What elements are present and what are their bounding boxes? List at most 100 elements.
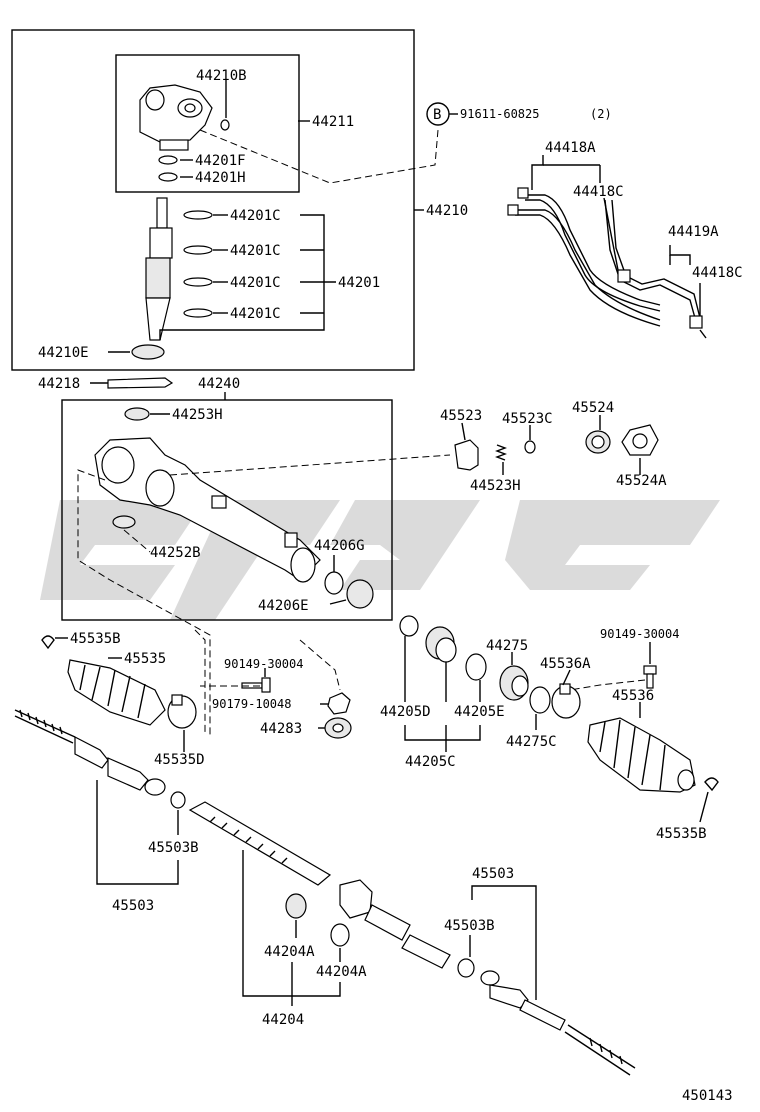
nut-90179 bbox=[327, 692, 351, 715]
seal-ring-44201C-1 bbox=[183, 210, 213, 220]
valve-housing-part bbox=[139, 84, 213, 151]
label-44206G: 44206G bbox=[314, 538, 365, 554]
lock-nut-45503B-left bbox=[170, 791, 186, 809]
label-44201C-2: 44201C bbox=[230, 243, 281, 259]
label-45503B-1: 45503B bbox=[148, 840, 199, 856]
label-45535: 45535 bbox=[124, 651, 166, 667]
bolt-90149-right bbox=[643, 665, 657, 689]
bush-44205C bbox=[425, 626, 457, 663]
label-44201C-3: 44201C bbox=[230, 275, 281, 291]
label-45503-1: 45503 bbox=[112, 898, 154, 914]
seal-44201F bbox=[158, 155, 178, 165]
label-44419A: 44419A bbox=[668, 224, 719, 240]
label-44204A-2: 44204A bbox=[316, 964, 367, 980]
label-45524A: 45524A bbox=[616, 473, 667, 489]
label-45535B-1: 45535B bbox=[70, 631, 121, 647]
label-45536A: 45536A bbox=[540, 656, 591, 672]
lock-nut-45503B-right bbox=[457, 958, 475, 978]
tie-rod-end-right bbox=[480, 970, 636, 1076]
label-45535B-2: 45535B bbox=[656, 826, 707, 842]
pressure-tubes-part bbox=[507, 187, 707, 339]
label-44252B: 44252B bbox=[150, 545, 201, 561]
seal-44201H bbox=[158, 172, 178, 182]
rack-housing-box bbox=[61, 399, 393, 621]
label-44201H: 44201H bbox=[195, 170, 246, 186]
label-44205E: 44205E bbox=[454, 704, 505, 720]
bushing-44204A-2 bbox=[330, 923, 350, 947]
label-45535D: 45535D bbox=[154, 752, 205, 768]
rack-housing-part bbox=[94, 437, 321, 583]
boot-45536 bbox=[587, 717, 696, 793]
label-bolt-quantity: (2) bbox=[590, 107, 612, 121]
bushing-44252B bbox=[112, 515, 136, 529]
o-ring-44210B bbox=[220, 119, 230, 131]
lock-nut-45524A bbox=[621, 424, 659, 456]
label-44210B: 44210B bbox=[196, 68, 247, 84]
label-44218: 44218 bbox=[38, 376, 80, 392]
label-44275: 44275 bbox=[486, 638, 528, 654]
label-45503B-2: 45503B bbox=[444, 918, 495, 934]
bearing-44210E bbox=[131, 344, 165, 360]
label-44275C: 44275C bbox=[506, 734, 557, 750]
label-44418A: 44418A bbox=[545, 140, 596, 156]
ring-44206G bbox=[324, 571, 344, 595]
bushing-44204A-1 bbox=[285, 893, 307, 919]
label-44201: 44201 bbox=[338, 275, 380, 291]
label-44240: 44240 bbox=[198, 376, 240, 392]
label-44418C-1: 44418C bbox=[573, 184, 624, 200]
nut-45524 bbox=[585, 430, 611, 454]
label-45536: 45536 bbox=[612, 688, 654, 704]
valve-housing-box bbox=[115, 54, 300, 193]
tie-rod-end-left bbox=[14, 709, 166, 796]
pinion-shaft-part bbox=[145, 197, 173, 341]
seal-ring-44201C-4 bbox=[183, 308, 213, 318]
steering-rack-part bbox=[188, 801, 451, 969]
label-90149-30004-right: 90149-30004 bbox=[600, 627, 679, 641]
clamp-45535D bbox=[167, 694, 197, 729]
label-44204: 44204 bbox=[262, 1012, 304, 1028]
ring-44275C bbox=[529, 686, 551, 714]
label-90179-10048: 90179-10048 bbox=[212, 697, 291, 711]
grommet-44283 bbox=[324, 717, 352, 739]
label-44204A-1: 44204A bbox=[264, 944, 315, 960]
label-44210: 44210 bbox=[426, 203, 468, 219]
label-44205D: 44205D bbox=[380, 704, 431, 720]
label-45523: 45523 bbox=[440, 408, 482, 424]
seal-ring-44201C-2 bbox=[183, 245, 213, 255]
label-44205C: 44205C bbox=[405, 754, 456, 770]
diagram-id-label: 450143 bbox=[682, 1088, 733, 1104]
label-45503-2: 45503 bbox=[472, 866, 514, 882]
label-44201C-4: 44201C bbox=[230, 306, 281, 322]
label-44201F: 44201F bbox=[195, 153, 246, 169]
label-44523H: 44523H bbox=[470, 478, 521, 494]
bolt-90149-left bbox=[241, 677, 271, 693]
spring-44523H bbox=[495, 444, 507, 461]
label-45523C: 45523C bbox=[502, 411, 553, 427]
washer-45523C bbox=[524, 440, 536, 454]
label-90149-30004-left: 90149-30004 bbox=[224, 657, 303, 671]
watermark-logo bbox=[40, 500, 720, 620]
cap-45523 bbox=[454, 439, 479, 471]
seal-44205E bbox=[465, 653, 487, 681]
bolt-ref-letter: B bbox=[433, 107, 441, 123]
label-44283: 44283 bbox=[260, 721, 302, 737]
clip-45535B-left bbox=[41, 635, 55, 650]
gasket-44218 bbox=[107, 377, 174, 389]
label-45524: 45524 bbox=[572, 400, 614, 416]
label-44418C-2: 44418C bbox=[692, 265, 743, 281]
label-44201C-1: 44201C bbox=[230, 208, 281, 224]
seal-ring-44201C-3 bbox=[183, 277, 213, 287]
label-44206E: 44206E bbox=[258, 598, 309, 614]
valve-assembly-box bbox=[11, 29, 415, 371]
o-ring-44205D bbox=[399, 615, 419, 637]
bushing-44253H bbox=[124, 407, 150, 421]
clip-45535B-right bbox=[704, 777, 719, 792]
label-44253H: 44253H bbox=[172, 407, 223, 423]
clamp-45536A bbox=[551, 683, 581, 719]
seal-44206E bbox=[346, 579, 374, 609]
boot-45535 bbox=[67, 659, 166, 726]
label-44210E: 44210E bbox=[38, 345, 89, 361]
label-44211: 44211 bbox=[312, 114, 354, 130]
label-91611-60825: 91611-60825 bbox=[460, 107, 539, 121]
